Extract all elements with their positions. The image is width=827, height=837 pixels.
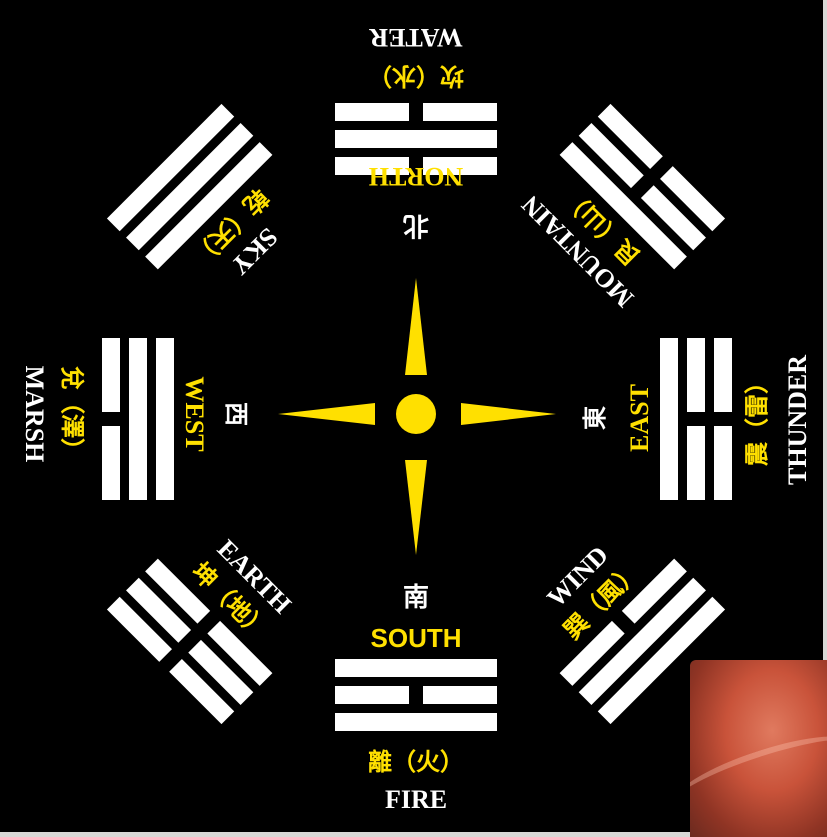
direction-cjk-north: 北 [403,210,429,240]
direction-label-west: WEST [180,376,209,451]
center-dot [396,394,436,434]
direction-label-east: EAST [625,384,654,452]
direction-label-south: SOUTH [371,623,462,653]
element-label-fire: FIRE [385,785,447,814]
direction-cjk-west: 西 [222,402,251,426]
direction-cjk-east: 東 [580,406,609,430]
trigram-name-marsh: 兌（澤） [58,366,87,462]
direction-cjk-south: 南 [403,583,429,613]
photo-thumbnail [690,660,827,837]
trigram-name-water: 坎（水） [368,62,464,91]
element-label-thunder: THUNDER [783,355,812,485]
element-label-water: WATER [369,23,463,52]
trigram-name-fire: 離（火） [368,747,464,776]
element-label-marsh: MARSH [20,366,49,463]
trigram-name-thunder: 震（雷） [742,370,771,466]
direction-label-north: NORTH [369,162,463,191]
